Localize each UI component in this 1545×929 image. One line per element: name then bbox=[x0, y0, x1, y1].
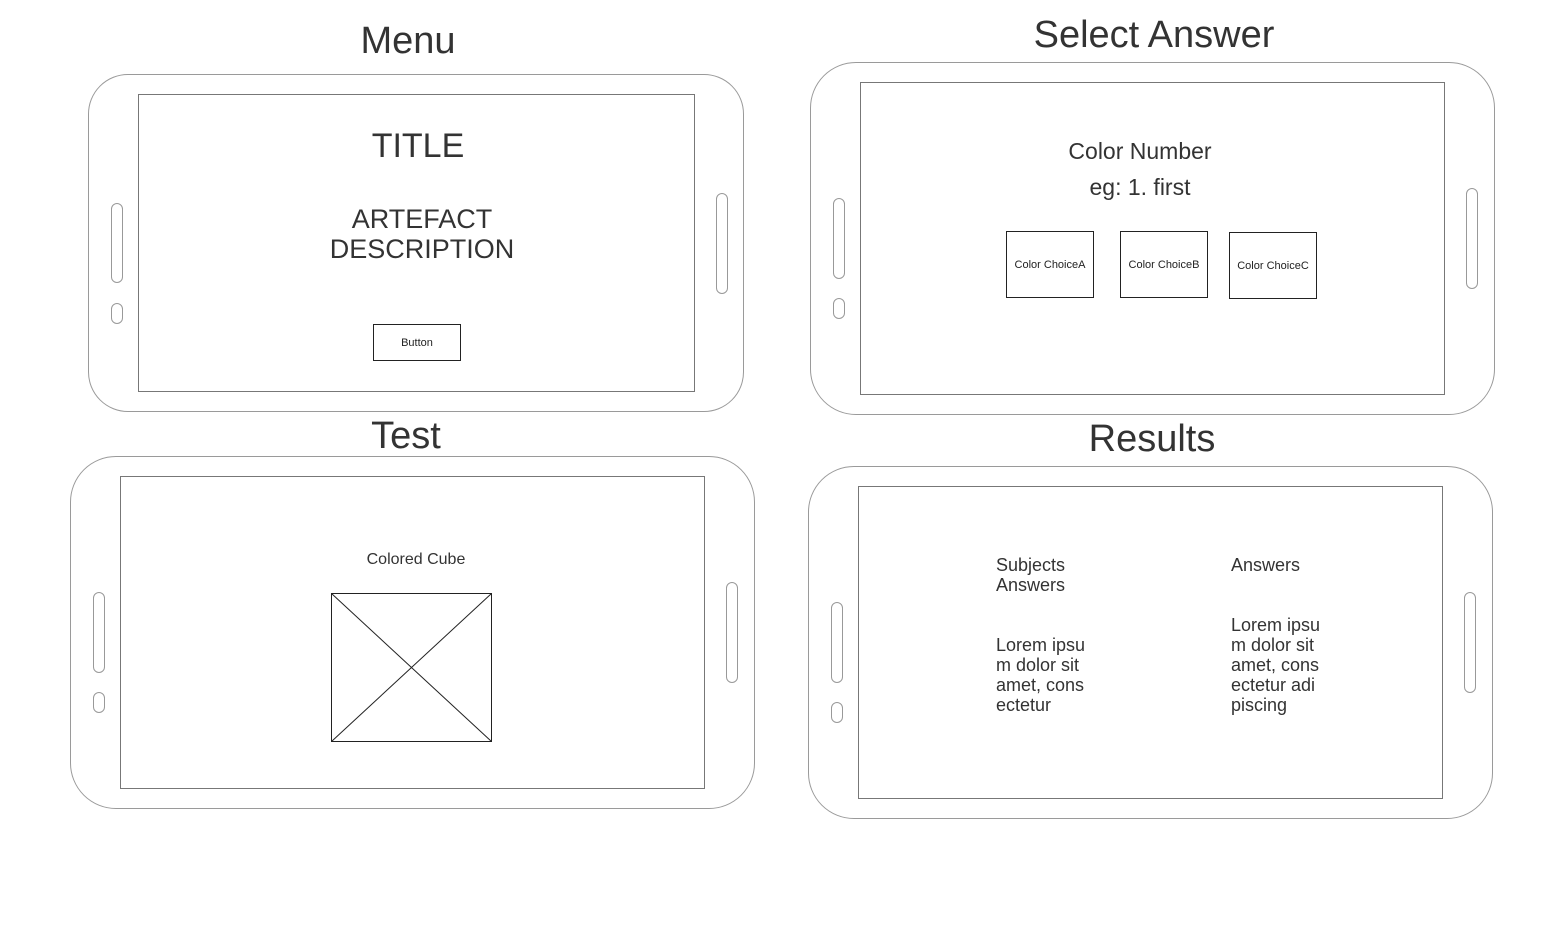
phone-screen-results bbox=[858, 486, 1443, 799]
frame-title-select-answer: Select Answer bbox=[1033, 14, 1275, 56]
side-button-icon bbox=[1464, 592, 1476, 693]
frame-title-test: Test bbox=[371, 415, 441, 457]
example-text-area: eg: 1. first bbox=[1040, 172, 1240, 212]
example-line: eg: 1. first bbox=[1089, 174, 1191, 200]
description-line: DESCRIPTION bbox=[329, 234, 515, 264]
side-button-icon bbox=[831, 602, 843, 683]
subjects-answers-body: Lorem ipsum dolor sit amet, consectetur bbox=[996, 635, 1086, 715]
subjects-answers-text-area: Lorem ipsum dolor sit amet, consectetur bbox=[996, 635, 1088, 752]
menu-button[interactable]: Button bbox=[373, 324, 461, 361]
side-button-icon bbox=[726, 582, 738, 683]
color-number-label: Color Number bbox=[1068, 138, 1212, 164]
color-choice-b-button[interactable]: Color ChoiceB bbox=[1120, 231, 1208, 298]
side-button-icon bbox=[716, 193, 728, 294]
menu-title: TITLE bbox=[371, 127, 465, 165]
answers-header: Answers bbox=[1231, 555, 1301, 575]
home-button-icon bbox=[111, 303, 123, 324]
color-choice-c-button[interactable]: Color ChoiceC bbox=[1229, 232, 1317, 299]
color-choice-a-button[interactable]: Color ChoiceA bbox=[1006, 231, 1094, 298]
answers-text-area: Lorem ipsum dolor sit amet, consectetur … bbox=[1231, 615, 1323, 752]
frame-title-menu: Menu bbox=[360, 20, 456, 62]
side-button-icon bbox=[833, 198, 845, 279]
home-button-icon bbox=[93, 692, 105, 713]
side-button-icon bbox=[1466, 188, 1478, 289]
frame-title-results: Results bbox=[1088, 418, 1216, 460]
home-button-icon bbox=[833, 298, 845, 319]
image-placeholder-icon bbox=[331, 593, 492, 742]
side-button-icon bbox=[93, 592, 105, 673]
home-button-icon bbox=[831, 702, 843, 723]
subjects-answers-header: Subjects Answers bbox=[996, 555, 1066, 595]
side-button-icon bbox=[111, 203, 123, 283]
description-line: ARTEFACT bbox=[351, 204, 493, 234]
answers-body: Lorem ipsum dolor sit amet, consectetur … bbox=[1231, 615, 1321, 715]
artefact-description: ARTEFACT DESCRIPTION bbox=[272, 204, 572, 264]
colored-cube-label: Colored Cube bbox=[366, 551, 466, 568]
